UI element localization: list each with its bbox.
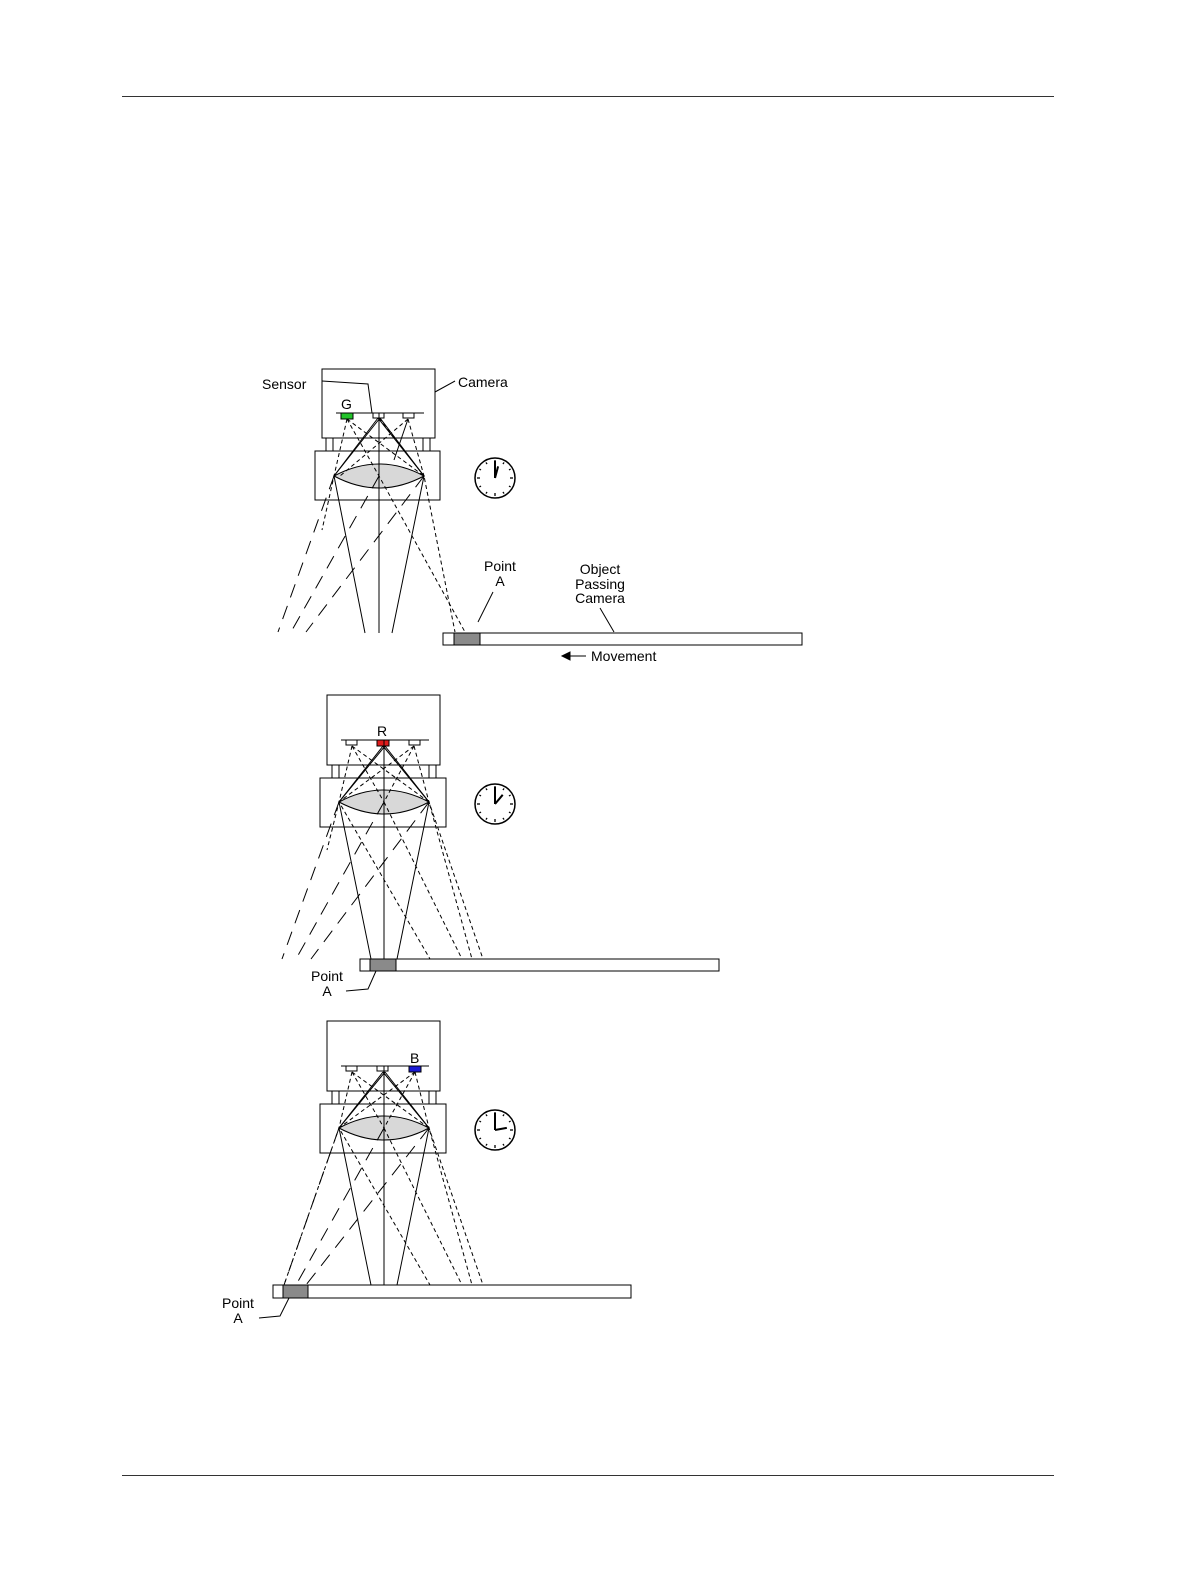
point-a-region	[283, 1285, 308, 1298]
object-label-3: Camera	[575, 590, 625, 606]
point-a-label-letter: A	[233, 1310, 243, 1326]
sensor-pixel-label: B	[410, 1050, 419, 1066]
sensor-pixel	[346, 1066, 357, 1071]
point-a-label: Point	[222, 1295, 254, 1311]
point-a-label: Point	[311, 968, 343, 984]
panel-1	[278, 369, 802, 660]
sensor-pixel-label: R	[377, 723, 387, 739]
panel-3	[259, 1021, 631, 1318]
movement-label: Movement	[591, 648, 656, 664]
point-a-leader	[478, 592, 493, 622]
sensor-pixel	[377, 1066, 388, 1071]
sensor-pixel	[409, 740, 420, 745]
sensor-pixel-blue	[409, 1066, 421, 1072]
point-a-region	[370, 959, 396, 971]
point-a-region	[454, 633, 480, 645]
clock-icon	[475, 1110, 515, 1150]
camera-label: Camera	[458, 374, 508, 390]
sensor-pixel	[403, 413, 414, 418]
sensor-label: Sensor	[262, 376, 307, 392]
point-a-label-letter: A	[495, 573, 505, 589]
point-a-leader	[259, 1298, 289, 1318]
object-passing-camera	[360, 959, 719, 971]
point-a-leader	[346, 971, 376, 991]
clock-icon	[475, 458, 515, 498]
sensor-pixel	[346, 740, 357, 745]
clock-icon	[475, 784, 515, 824]
object-passing-camera	[443, 633, 802, 645]
arrow-left-icon	[562, 652, 586, 660]
object-passing-camera	[273, 1285, 631, 1298]
point-a-label-letter: A	[322, 983, 332, 999]
camera-leader	[435, 381, 455, 392]
sensor-pixel-green	[341, 413, 353, 419]
point-a-label: Point	[484, 558, 516, 574]
object-label-1: Object	[580, 561, 621, 577]
sensor-pixel-red	[377, 740, 389, 746]
sensor-pixel-label: G	[341, 396, 352, 412]
object-leader	[600, 608, 614, 632]
panel-2	[282, 695, 719, 991]
